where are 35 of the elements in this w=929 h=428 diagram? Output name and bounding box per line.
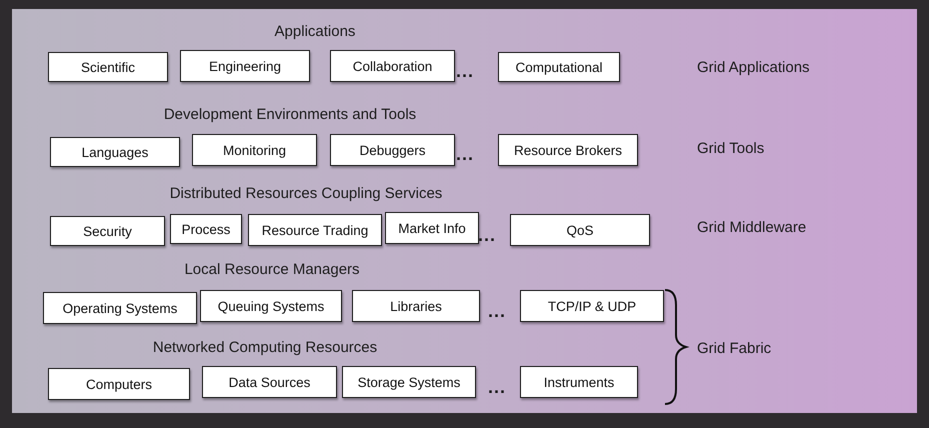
component-box: Storage Systems <box>342 366 476 398</box>
layer-heading: Local Resource Managers <box>184 261 360 278</box>
layer-heading: Development Environments and Tools <box>164 106 416 123</box>
layer-label: Grid Fabric <box>697 340 772 357</box>
component-box: Computational <box>498 52 620 82</box>
layer-heading: Networked Computing Resources <box>152 339 378 356</box>
component-box: Instruments <box>520 366 638 398</box>
component-box: Operating Systems <box>43 292 197 324</box>
component-box: Debuggers <box>330 134 455 166</box>
component-box: TCP/IP & UDP <box>520 290 664 322</box>
component-box: Scientific <box>48 52 168 82</box>
layer-heading: Distributed Resources Coupling Services <box>170 185 442 202</box>
component-box: Engineering <box>180 50 310 82</box>
component-box: QoS <box>510 214 650 246</box>
component-box: Collaboration <box>330 50 455 82</box>
component-box: Security <box>50 216 165 246</box>
component-box: Computers <box>48 368 190 400</box>
ellipsis: ... <box>488 301 506 322</box>
component-box: Process <box>170 214 242 244</box>
ellipsis: ... <box>456 61 474 82</box>
component-box: Market Info <box>385 212 479 244</box>
component-box: Resource Brokers <box>498 134 638 166</box>
component-box: Queuing Systems <box>200 290 342 322</box>
component-box: Resource Trading <box>248 214 382 246</box>
component-box: Languages <box>50 137 180 167</box>
layer-label: Grid Middleware <box>697 219 806 236</box>
component-box: Monitoring <box>192 134 317 166</box>
ellipsis: ... <box>456 144 474 165</box>
layer-label: Grid Tools <box>697 140 764 157</box>
component-box: Libraries <box>352 290 480 322</box>
component-box: Data Sources <box>202 366 337 398</box>
ellipsis: ... <box>488 377 506 398</box>
layer-heading: Applications <box>274 23 356 40</box>
layer-label: Grid Applications <box>697 59 810 76</box>
ellipsis: ... <box>478 225 496 246</box>
